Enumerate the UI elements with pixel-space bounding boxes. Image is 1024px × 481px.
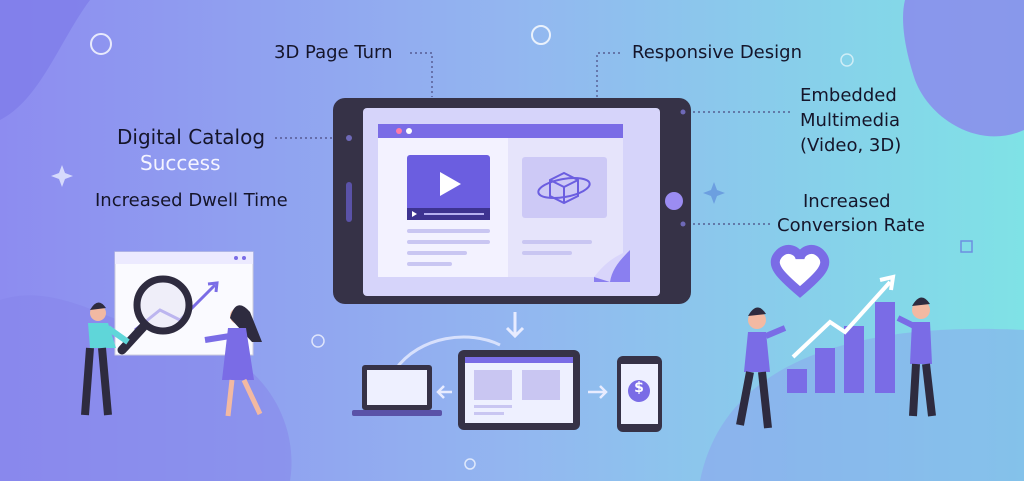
tablet-device xyxy=(333,98,691,304)
sparkle-icon xyxy=(51,165,73,187)
person-figure xyxy=(896,297,936,417)
3d-cube-icon xyxy=(537,171,591,205)
circle-decoration xyxy=(311,334,325,348)
sparkle-icon xyxy=(703,182,725,204)
dollar-icon xyxy=(628,380,650,402)
label-dwell-time: Increased Dwell Time xyxy=(95,190,288,211)
laptop-device xyxy=(352,365,442,416)
home-button xyxy=(665,192,683,210)
right-arrow-icon xyxy=(588,385,608,399)
left-arrow-icon xyxy=(436,385,452,399)
label-responsive-design: Responsive Design xyxy=(632,42,802,63)
heart-icon xyxy=(770,244,830,298)
label-digital-catalog: Digital Catalog xyxy=(117,125,266,149)
blob-shape xyxy=(0,295,292,481)
dollar-symbol: $ xyxy=(634,380,644,396)
blob-shape xyxy=(903,0,1024,137)
circle-decoration xyxy=(840,53,854,67)
play-icon xyxy=(440,172,461,196)
label-success: Success xyxy=(140,151,221,175)
square-decoration xyxy=(960,240,973,253)
label-conversion-1: Increased xyxy=(803,191,891,212)
small-tablet-device xyxy=(458,350,580,430)
label-multimedia-2: Multimedia xyxy=(800,110,901,131)
down-arrow-icon xyxy=(505,312,525,339)
label-3d-page-turn: 3D Page Turn xyxy=(274,42,393,63)
label-multimedia-1: Embedded xyxy=(800,85,897,106)
magnifier-icon xyxy=(133,275,193,335)
person-figure xyxy=(81,302,130,416)
label-multimedia-3: (Video, 3D) xyxy=(800,135,902,156)
analytics-board-scene xyxy=(81,251,263,417)
blob-shape xyxy=(0,0,90,120)
circle-decoration xyxy=(531,25,551,45)
blob-shape xyxy=(700,328,1024,481)
person-figure xyxy=(204,305,263,417)
circle-decoration xyxy=(464,458,476,470)
growth-chart-scene xyxy=(736,244,936,429)
label-conversion-2: Conversion Rate xyxy=(777,215,925,236)
circle-decoration xyxy=(90,33,112,55)
phone-device xyxy=(617,356,662,432)
person-figure xyxy=(736,307,787,429)
